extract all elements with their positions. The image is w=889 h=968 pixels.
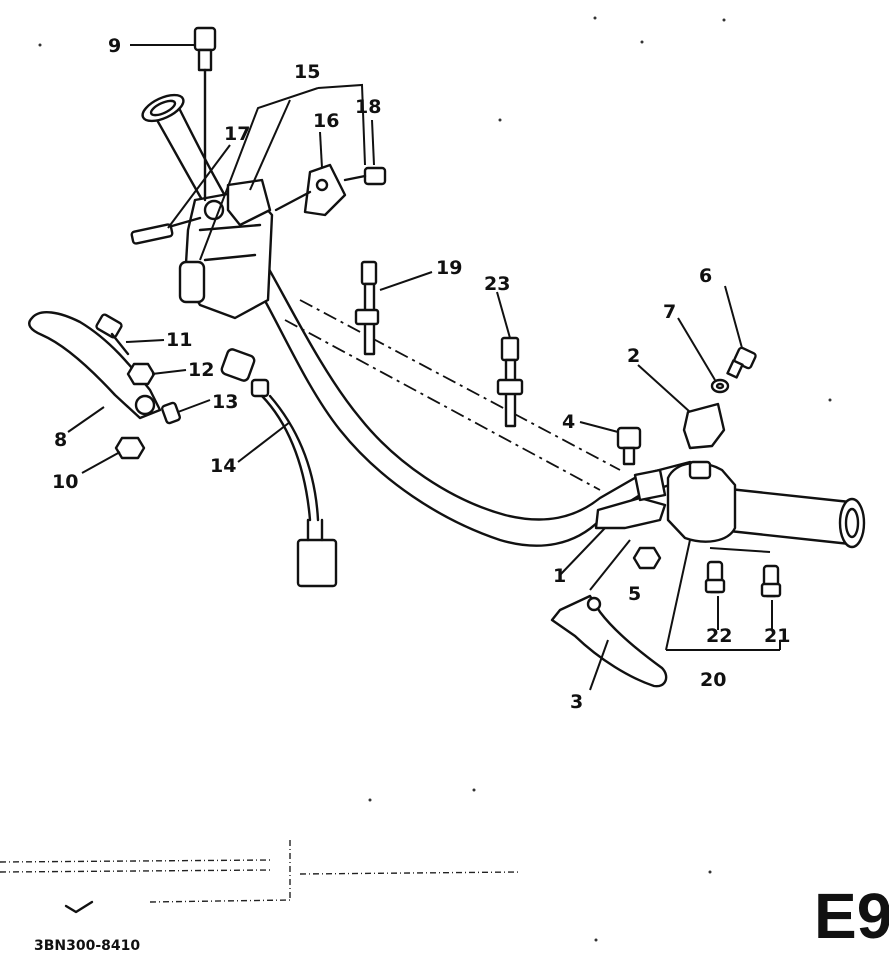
lever-holder [594,468,667,530]
callout-8: 8 [54,429,67,451]
bolt-17 [130,216,202,245]
callout-16: 16 [313,110,339,132]
callout-10: 10 [52,471,78,493]
callout-6: 6 [699,265,712,287]
callout-18: 18 [355,96,381,118]
callout-23: 23 [484,273,510,295]
callout-1: 1 [553,565,566,587]
nut-12 [126,362,156,386]
bolt-11 [95,313,130,356]
throttle-grip [718,486,866,549]
callout-14: 14 [210,455,236,477]
callout-21: 21 [764,625,790,647]
callout-3: 3 [570,691,583,713]
bolt-4 [616,426,642,466]
scan-artifacts [0,16,832,942]
callout-2: 2 [627,345,640,367]
handlebar [148,98,692,547]
leader-lines [67,44,781,691]
callout-22: 22 [706,625,732,647]
page-code: E9 [814,880,889,952]
throttle-housing [666,460,737,543]
bolt-6 [726,346,757,379]
master-cylinder-assembly [178,178,274,320]
screw-13 [160,401,182,425]
bolt-18 [343,166,387,186]
callout-7: 7 [663,301,676,323]
brake-switch-wire [220,348,338,588]
washer-7 [710,378,730,394]
cable-tie-19 [354,260,380,356]
cable-tie-23 [496,336,524,428]
callout-19: 19 [436,257,462,279]
callout-17: 17 [224,123,250,145]
screw-22 [704,560,726,594]
drawing-code: 3BN300-8410 [34,938,140,954]
left-grip-end [141,93,185,123]
master-cylinder-holder [682,402,726,450]
callout-4: 4 [562,411,575,433]
callout-5: 5 [628,583,641,605]
callout-20: 20 [700,669,726,691]
callout-9: 9 [108,35,121,57]
nut-5 [632,546,662,570]
reservoir-bracket [274,163,347,217]
callout-15: 15 [294,61,320,83]
screw-21 [760,564,782,598]
brake-lever [550,594,668,688]
clutch-lever [28,311,162,420]
callout-13: 13 [212,391,238,413]
callout-labels: 9 15 16 18 17 19 23 11 12 13 8 10 14 4 2… [52,35,790,713]
callout-11: 11 [166,329,192,351]
nut-10 [114,436,146,460]
callout-12: 12 [188,359,214,381]
